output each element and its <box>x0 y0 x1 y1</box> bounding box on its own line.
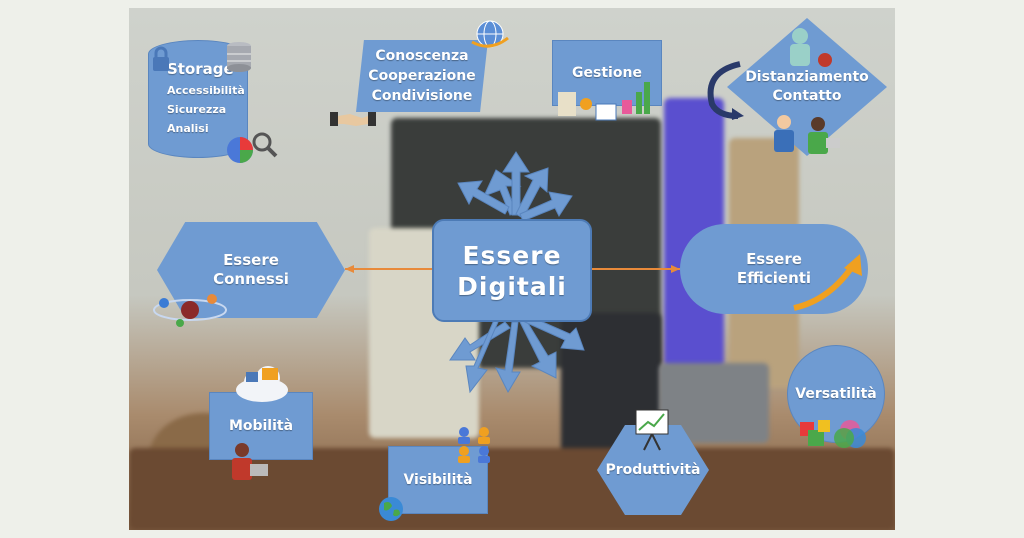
gear-icon <box>580 98 592 110</box>
storage-item: Sicurezza <box>167 103 227 116</box>
node-mobilita: Mobilità <box>209 392 313 460</box>
conoscenza-line: Condivisione <box>371 88 473 104</box>
cloud-icon <box>236 366 288 402</box>
lock-icon <box>153 46 169 71</box>
bar-chart-icon <box>558 82 650 121</box>
node-gestione: Gestione <box>552 40 662 106</box>
central-node-line1: Essere <box>462 240 562 270</box>
visibilita-label: Visibilità <box>403 471 473 488</box>
node-essere-efficienti: Essere Efficienti <box>680 224 868 314</box>
gestione-label: Gestione <box>572 64 642 81</box>
versatilita-label: Versatilità <box>795 385 877 402</box>
conoscenza-line: Conoscenza <box>375 48 469 64</box>
desk-shape <box>129 448 895 530</box>
node-visibilita: Visibilità <box>388 446 488 514</box>
curved-arrow-icon <box>707 61 744 120</box>
easel-chart-icon <box>635 409 669 451</box>
arrowhead-left <box>345 265 354 273</box>
conoscenza-line: Cooperazione <box>368 68 476 84</box>
node-connessi-line2: Connessi <box>213 270 289 288</box>
rising-arrow-icon <box>793 254 862 311</box>
user-group-icon <box>458 427 490 463</box>
pie-chart-icon <box>227 132 278 163</box>
storage-item: Analisi <box>167 122 209 135</box>
central-node: Essere Digitali <box>432 219 592 322</box>
mobilita-label: Mobilità <box>228 417 294 434</box>
burst-arrows-bottom <box>449 315 585 394</box>
distanziamento-line1: Distanziamento <box>745 69 869 85</box>
color-blocks-icon <box>800 420 866 448</box>
central-node-line2: Digitali <box>457 271 567 301</box>
burst-arrows-top <box>457 151 573 222</box>
storage-item: Accessibilità <box>167 84 245 97</box>
globe-icon <box>379 497 403 521</box>
laptop-user-icon <box>232 443 268 480</box>
laptop-user-icon <box>774 115 840 154</box>
node-efficienti-line2: Efficienti <box>736 269 812 287</box>
magnifier-icon <box>252 132 272 152</box>
node-produttivita: Produttività <box>597 425 709 515</box>
storage-title: Storage <box>167 60 234 78</box>
node-conoscenza: Conoscenza Cooperazione Condivisione <box>356 40 488 112</box>
calendar-icon <box>595 103 617 121</box>
handshake-icon <box>330 112 376 126</box>
globe-icon <box>471 20 509 48</box>
produttivita-label: Produttività <box>605 461 701 478</box>
node-efficienti-line1: Essere <box>746 250 802 268</box>
database-icon <box>227 42 251 72</box>
doctor-icon <box>790 28 832 67</box>
atom-icon <box>153 294 227 327</box>
distanziamento-line2: Contatto <box>772 88 842 104</box>
node-connessi-line1: Essere <box>223 251 279 269</box>
arrowhead-right <box>671 265 680 273</box>
people-icon <box>558 92 576 116</box>
